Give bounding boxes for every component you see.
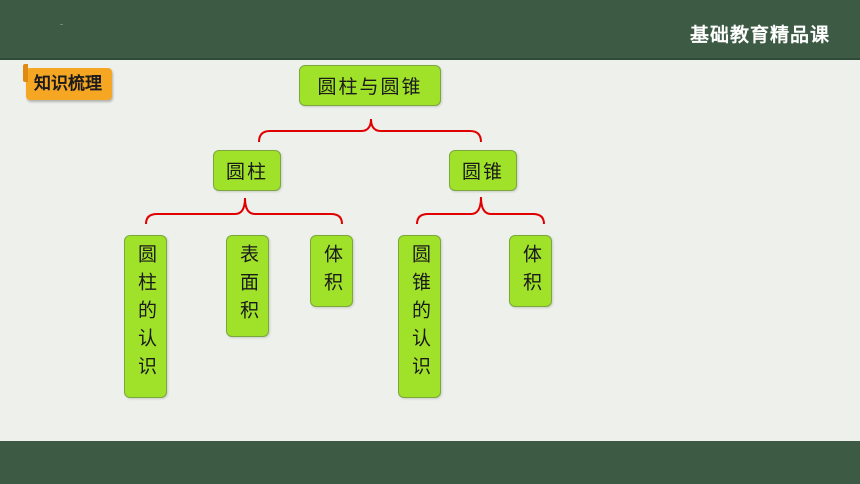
- node-cylinder-volume: 体积: [310, 235, 353, 307]
- node-cone-volume: 体积: [509, 235, 552, 307]
- brace-cone: [416, 196, 545, 225]
- brace-root: [258, 118, 482, 143]
- top-bar: 基础教育精品课: [0, 0, 860, 60]
- decor-dot: [60, 24, 63, 25]
- node-cylinder-intro: 圆柱的认识: [124, 235, 167, 398]
- node-cylinder-surface: 表面积: [226, 235, 269, 337]
- node-root: 圆柱与圆锥: [299, 65, 441, 106]
- node-cylinder: 圆柱: [213, 150, 281, 191]
- brand-title: 基础教育精品课: [689, 24, 830, 46]
- node-cone-intro: 圆锥的认识: [398, 235, 441, 398]
- node-cone: 圆锥: [449, 150, 517, 191]
- bottom-bar: [0, 441, 860, 484]
- section-tag: 知识梳理: [23, 64, 112, 100]
- brace-cylinder: [145, 197, 343, 225]
